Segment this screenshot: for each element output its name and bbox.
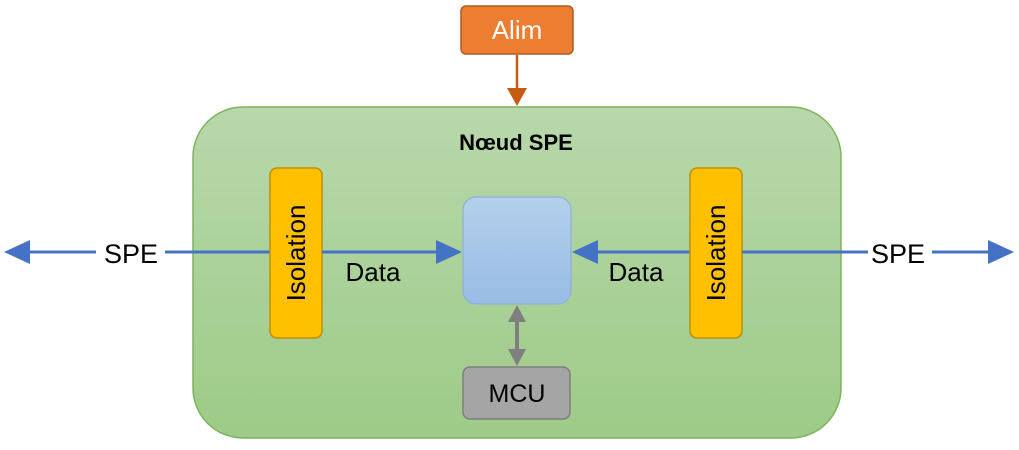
alim-label: Alim — [492, 15, 543, 45]
left-data-arrow-head — [436, 240, 462, 264]
alim-arrow-head — [507, 88, 527, 106]
left-data-label: Data — [346, 257, 401, 287]
node-title: Nœud SPE — [459, 130, 573, 155]
right-spe-arrow-head — [988, 240, 1014, 264]
mcu-arrow-head-down — [508, 349, 526, 366]
mcu-label: MCU — [489, 380, 546, 408]
phy-block — [462, 196, 572, 305]
left-spe-label: SPE — [104, 239, 158, 269]
mcu-box — [462, 366, 571, 420]
left-spe-arrow-head — [4, 240, 30, 264]
right-spe-label: SPE — [871, 239, 925, 269]
left-isolation-label: Isolation — [281, 205, 311, 302]
right-data-label: Data — [609, 257, 664, 287]
mcu-arrow-head-up — [508, 305, 526, 322]
alim-box — [460, 5, 574, 55]
right-data-arrow-head — [572, 240, 598, 264]
right-isolation-label: Isolation — [701, 205, 731, 302]
